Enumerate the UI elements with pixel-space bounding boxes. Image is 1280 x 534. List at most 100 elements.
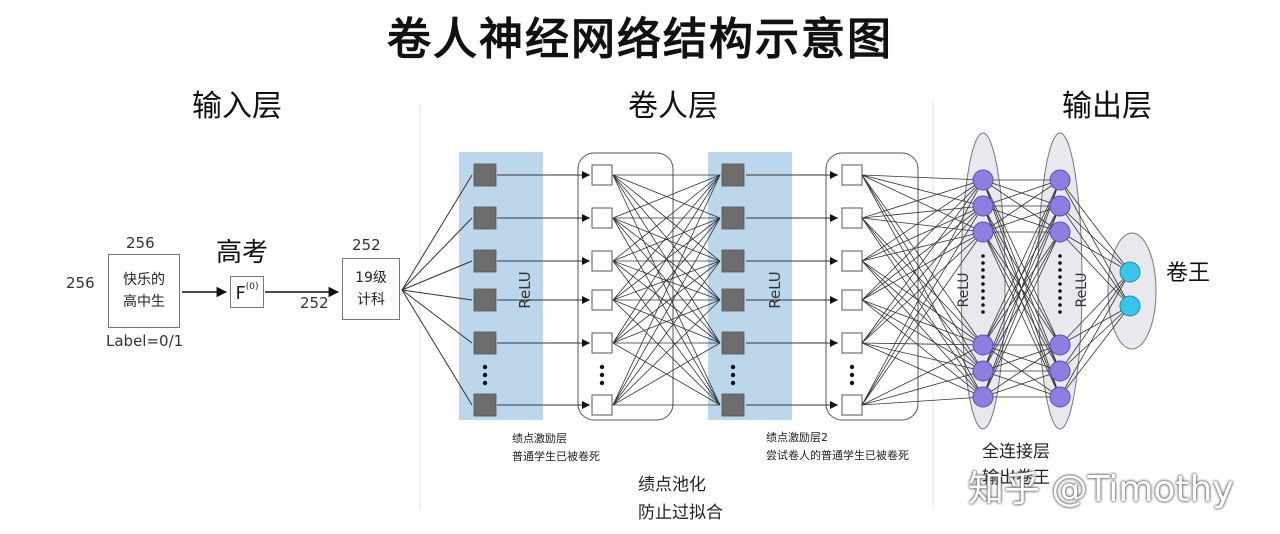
section-input-layer: 输入层: [192, 89, 282, 124]
dense-line: [982, 231, 1061, 398]
pool-node: [841, 164, 863, 186]
dense-line: [861, 231, 984, 301]
relu-node: [473, 331, 497, 355]
fc-ellipsis-dot: [1058, 289, 1062, 293]
dense-line: [861, 342, 984, 398]
dense-line: [861, 260, 984, 372]
dense-line: [861, 179, 984, 219]
pool-node: [591, 250, 613, 272]
ellipsis-dot: [849, 372, 855, 378]
caption-layer1-line1: 绩点激励层: [512, 432, 567, 445]
dense-line: [861, 174, 984, 207]
fc-ellipsis-dot: [981, 296, 985, 300]
dense-line: [861, 179, 984, 301]
dense-line: [861, 370, 984, 406]
dense-line: [1059, 205, 1131, 307]
relu-label-1: ReLU: [516, 271, 534, 309]
dense-line: [861, 179, 984, 406]
ellipsis-dot: [730, 364, 736, 370]
pool-node: [591, 394, 613, 416]
gaokao-label: 高考: [216, 238, 269, 268]
dense-line: [861, 205, 984, 344]
dense-line: [1059, 305, 1131, 346]
fanout-line: [401, 289, 473, 344]
caption-fc-line1: 全连接层: [982, 442, 1050, 462]
relu-label-2: ReLU: [766, 271, 784, 309]
ellipsis-dot: [730, 372, 736, 378]
fc-ellipsis-dot: [981, 289, 985, 293]
fc-node: [972, 221, 994, 243]
dense-line: [861, 217, 984, 372]
relu-node: [473, 206, 497, 230]
input-width-label: 256: [126, 234, 155, 252]
dense-line: [982, 179, 1061, 207]
dense-line: [861, 231, 984, 262]
dense-line: [612, 174, 721, 406]
input-label-text: Label=0/1: [106, 332, 184, 350]
fc-node: [972, 334, 994, 356]
relu-label-3: ReLU: [956, 272, 972, 307]
dense-line: [1059, 305, 1131, 372]
section-conv-layer: 卷人层: [628, 89, 718, 124]
dense-line: [612, 299, 721, 344]
arrow-head: [830, 171, 838, 179]
arrow-head: [830, 296, 838, 304]
arrow-head: [582, 339, 590, 347]
function-superscript: (0): [245, 282, 259, 292]
ellipsis-dot: [482, 380, 488, 386]
fc-ellipsis-dot: [981, 268, 985, 272]
pool-node: [841, 207, 863, 229]
pool-node: [841, 394, 863, 416]
dense-line: [612, 174, 721, 301]
caption-fc-line2: 输出卷王: [982, 468, 1050, 488]
pool-node: [591, 207, 613, 229]
fc-ellipsis-dot: [981, 261, 985, 265]
fc-ellipsis-dot: [1058, 268, 1062, 272]
dense-line: [861, 217, 984, 346]
fc-ellipsis-dot: [981, 282, 985, 286]
output-node: [1119, 295, 1141, 317]
caption-layer2-line1: 绩点激励层2: [766, 431, 828, 444]
dense-line: [861, 174, 984, 372]
grade-left-label: 252: [300, 294, 329, 312]
ellipsis-dot: [599, 364, 605, 370]
fc-node: [972, 169, 994, 191]
dense-line: [1059, 231, 1131, 273]
dense-line: [1059, 271, 1131, 398]
arrow-head: [582, 171, 590, 179]
dense-line: [861, 342, 984, 346]
arrow-head: [830, 339, 838, 347]
grade-top-label: 252: [352, 236, 381, 254]
fc-ellipsis-dot: [1058, 261, 1062, 265]
dense-line: [861, 299, 984, 372]
relu-node: [473, 249, 497, 273]
dense-line: [861, 217, 984, 233]
function-box: F(0): [230, 276, 264, 308]
relu-node: [473, 393, 497, 417]
pool-node: [591, 332, 613, 354]
fc-ellipsis-dot: [981, 310, 985, 314]
relu-node: [721, 393, 745, 417]
dense-line: [1059, 231, 1131, 307]
dense-line: [612, 217, 721, 262]
dense-line: [612, 174, 721, 344]
fc-node: [1049, 195, 1071, 217]
caption-pool-line1: 绩点池化: [638, 475, 706, 495]
fc-ellipsis-dot: [1058, 275, 1062, 279]
dense-line: [612, 217, 721, 344]
dense-line: [861, 179, 984, 344]
relu-node: [473, 163, 497, 187]
dense-line: [982, 179, 1061, 233]
dense-line: [861, 231, 984, 344]
ellipsis-dot: [482, 372, 488, 378]
dense-line: [982, 205, 1061, 233]
dense-line: [612, 217, 721, 406]
ellipsis-dot: [730, 380, 736, 386]
fc-node: [1049, 386, 1071, 408]
relu-node: [721, 206, 745, 230]
pool-container-2: [825, 152, 919, 421]
relu-panel-1: [459, 152, 543, 420]
caption-layer1-line2: 普通学生已被卷死: [512, 450, 600, 463]
fc-ellipsis-dot: [981, 303, 985, 307]
